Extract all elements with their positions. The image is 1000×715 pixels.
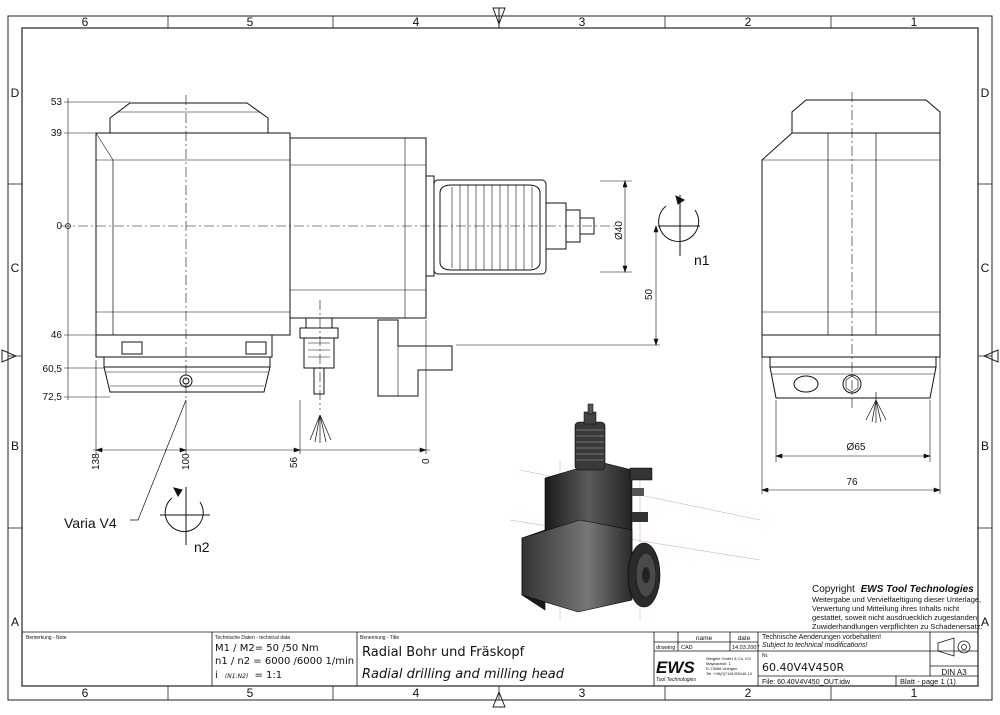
sheet-number: Blatt - page 1 (1) [900,677,956,686]
row-label: C [981,261,990,275]
col-name-header: name [696,635,713,642]
col-label: 6 [82,686,89,700]
dim-72-5: 72,5 [43,392,63,403]
col-label: 3 [579,686,586,700]
col-label: 3 [579,15,586,29]
ratio-value: = 1:1 [254,670,282,681]
dim-100: 100 [181,453,192,470]
dim-138: 138 [91,453,102,470]
front-view [60,95,700,545]
address-line: Tel. +49(0)7161/93040-10 [706,671,753,676]
col-label: 4 [413,686,420,700]
ews-logo-sub: Tool Technologies [656,677,696,683]
col-label: 4 [413,15,420,29]
title-label: Benennung - Title [360,635,399,641]
copyright-line: gestattet, soweit nicht ausdruecklich zu… [812,613,979,622]
row-drawing-label: drawing [656,645,675,651]
dim-50: 50 [644,288,655,300]
row-labels-left: D C B A [11,86,20,629]
copyright-line: Weitergabe und Vervielfaeltigung dieser … [812,595,981,604]
drawing-border [1,7,999,708]
front-view-dimensions: 53 39 0 46 60,5 72,5 138 100 56 0 Ø40 50 [43,97,655,470]
dim-dia-65: Ø65 [847,442,866,453]
row-label: C [11,261,20,275]
copyright-brand: EWS Tool Technologies [861,584,975,595]
speed-value: n1 / n2 = 6000 /6000 1/min [215,656,354,667]
col-label: 1 [911,686,918,700]
dim-60-5: 60,5 [43,364,63,375]
number-label: Nr. [762,653,768,659]
drawing-number: 60.40V4V450R [762,661,845,674]
remarks-label: Bemerkung - Note [26,635,67,641]
torque-value: M1 / M2= 50 /50 Nm [215,643,319,654]
col-label: 5 [247,686,254,700]
dim-56: 56 [289,456,300,468]
projection-symbol [937,637,971,657]
dim-dia-40: Ø40 [614,221,625,240]
column-labels-bottom: 6 5 4 3 2 1 [82,686,918,700]
copyright-prefix: Copyright [812,584,855,595]
tech-data-label: Technische Daten - technical data [215,635,290,641]
dim-39: 39 [51,128,63,139]
row-labels-right: D C B A [981,86,990,629]
title-german: Radial Bohr und Fräskopf [362,645,525,660]
dim-53: 53 [51,97,63,108]
copyright-line: Verwertung und Mitteilung ihres Inhalts … [812,604,960,613]
column-labels-top: 6 5 4 3 2 1 [82,15,918,29]
dim-76: 76 [846,477,858,488]
ratio-sub: (N1:N2) [225,673,248,680]
drawn-by: CAD [681,645,693,651]
col-label: 5 [247,15,254,29]
paper-format: DIN A3 [941,668,967,677]
title-block-text: Bemerkung - Note Technische Daten - tech… [26,634,967,686]
label-n1: n1 [694,252,710,268]
col-date-header: date [738,635,751,642]
label-varia-v4: Varia V4 [64,515,117,531]
col-label: 2 [745,686,752,700]
row-label: A [981,615,989,629]
row-label: D [981,86,990,100]
title-block [22,631,978,686]
rotation-n2-symbol [160,487,210,545]
svg-text:Copyright EWS Tool Techn: Copyright EWS Tool Technologies [812,584,974,595]
changes-german: Technische Aenderungen vorbehalten! [762,634,881,641]
drawn-date: 14.03.2007 [732,645,760,651]
address-line: Weigele GmbH & Co. KG [706,656,751,661]
col-label: 2 [745,15,752,29]
svg-text:i (N1:N2) = 1:1: i (N1:N2) = 1:1 [215,670,282,681]
row-label: A [11,615,19,629]
ratio-prefix: i [215,670,218,681]
rotation-n1-symbol [658,195,700,256]
col-label: 6 [82,15,89,29]
dim-46: 46 [51,330,63,341]
col-label: 1 [911,15,918,29]
row-label: B [11,439,19,453]
copyright-notice: Copyright EWS Tool Technologies Weiterga… [812,584,983,631]
address-line: Maybachstr. 1 [706,661,732,666]
label-n2: n2 [194,539,210,555]
dim-0: 0 [56,221,62,232]
side-view [761,92,941,494]
copyright-line: Zuwiderhandlungen verpflichten zu Schade… [812,622,983,631]
ews-logo: EWS [656,658,695,677]
file-name: File: 60.40V4V450_OUT.idw [762,679,851,686]
title-english: Radial drilling and milling head [362,667,565,682]
changes-english: Subject to technical modifications! [762,642,867,649]
row-label: D [11,86,20,100]
address-line: D-73066 Uhingen [706,666,737,671]
isometric-product-render [509,403,761,620]
dim-0-bottom: 0 [421,458,432,464]
row-label: B [981,439,989,453]
side-view-dimensions: Ø65 76 [846,442,865,488]
